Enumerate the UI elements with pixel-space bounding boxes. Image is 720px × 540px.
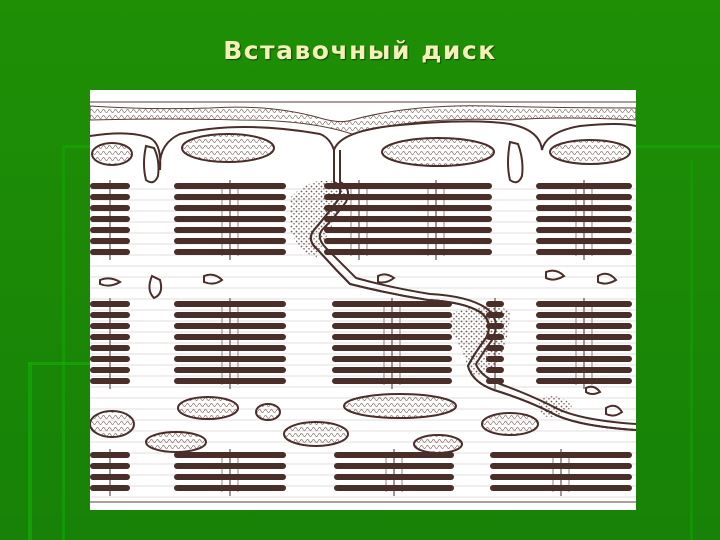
decor-bar-top bbox=[65, 145, 90, 148]
mitochondrion bbox=[90, 411, 134, 437]
decor-stripe-left bbox=[28, 362, 32, 540]
sr-vesicle bbox=[586, 387, 600, 394]
sr-vesicle bbox=[546, 271, 564, 280]
intercalated-disc-figure bbox=[90, 90, 636, 510]
t-tubule bbox=[144, 146, 159, 182]
sr-vesicle bbox=[149, 276, 161, 298]
t-tubule bbox=[508, 142, 523, 182]
mitochondrion bbox=[92, 143, 132, 165]
intercalated-disc-illustration bbox=[90, 90, 636, 510]
sr-vesicle bbox=[100, 278, 120, 285]
mitochondrion bbox=[414, 435, 462, 453]
sr-vesicle bbox=[204, 275, 222, 284]
decor-bar-right bbox=[636, 145, 720, 148]
sr-vesicle bbox=[378, 274, 394, 282]
decor-bar-mid bbox=[28, 362, 90, 365]
mitochondrion bbox=[382, 138, 494, 166]
slide-title: Вставочный диск bbox=[0, 36, 720, 65]
sr-vesicle bbox=[598, 274, 616, 284]
decor-stripe-right bbox=[690, 160, 693, 540]
basement-membrane bbox=[90, 106, 636, 134]
mitochondrion bbox=[256, 404, 280, 420]
mitochondrion bbox=[182, 134, 274, 162]
mitochondrion bbox=[178, 397, 238, 419]
mitochondrion bbox=[344, 394, 456, 418]
sr-vesicle bbox=[606, 406, 622, 416]
mitochondrion bbox=[550, 140, 630, 164]
mitochondrion bbox=[284, 422, 348, 446]
mitochondrion bbox=[482, 413, 538, 435]
decor-stripe-left2 bbox=[62, 145, 65, 540]
